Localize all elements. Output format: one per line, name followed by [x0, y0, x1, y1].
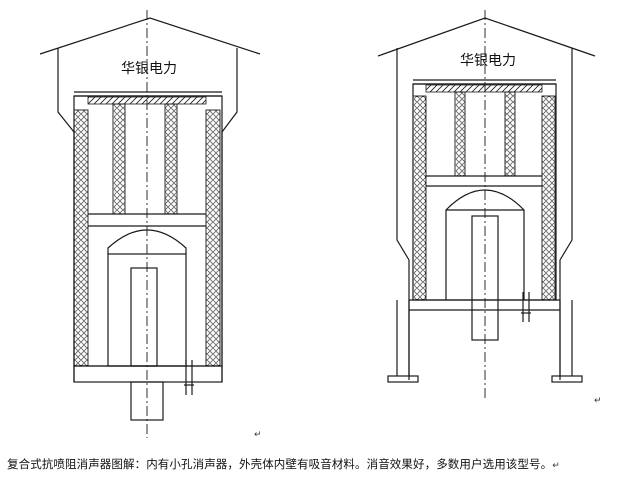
- left-roof: [39, 17, 261, 55]
- right-insulation-outer-left: [412, 95, 427, 301]
- muffler-diagram: 华银电力: [39, 10, 602, 440]
- left-shell-right: [221, 48, 238, 382]
- paragraph-mark: ↵: [552, 461, 560, 471]
- paragraph-mark: ↵: [594, 396, 602, 406]
- left-diagram-label: 华银电力: [121, 61, 177, 77]
- left-shell-left: [57, 48, 75, 382]
- left-inner-box: [73, 95, 223, 367]
- right-inner-box: [412, 83, 557, 301]
- right-insulation-outer-right: [541, 95, 556, 301]
- right-shell-left: [396, 48, 410, 380]
- right-shell-right: [559, 48, 573, 380]
- diagram-caption: 复合式抗喷阻消声器图解：内有小孔消声器，外壳体内壁有吸音材料。消音效果好，多数用…: [7, 456, 627, 472]
- left-muffler: 华银电力: [39, 10, 261, 438]
- left-insulation-outer-left: [73, 109, 89, 367]
- caption-text: 复合式抗喷阻消声器图解：内有小孔消声器，外壳体内壁有吸音材料。消音效果好，多数用…: [7, 457, 553, 471]
- right-diagram-label: 华银电力: [460, 53, 516, 69]
- right-roof: [377, 17, 596, 57]
- right-muffler: 华银电力: [377, 10, 596, 398]
- left-inner-pipe: [130, 267, 158, 367]
- paragraph-mark: ↵: [254, 430, 262, 440]
- left-insulation-outer-right: [205, 109, 221, 367]
